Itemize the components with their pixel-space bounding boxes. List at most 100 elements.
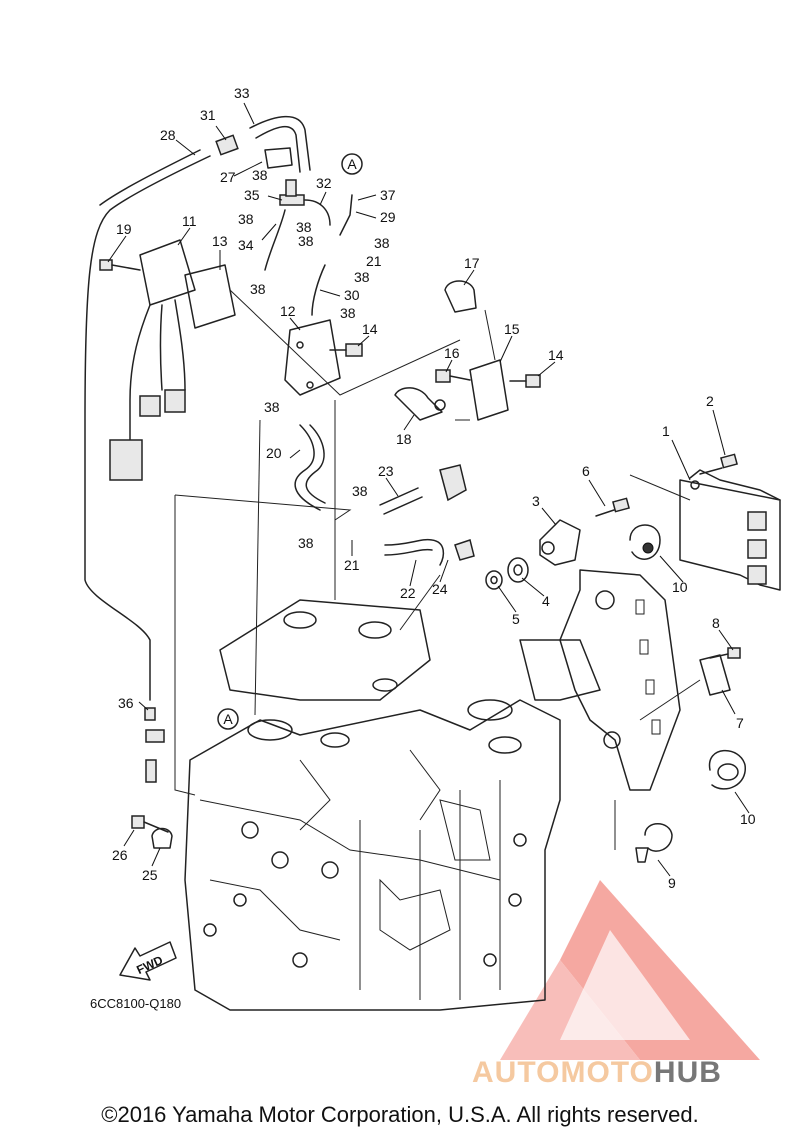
callout-21-upper: 21	[366, 253, 382, 269]
callout-38-b: 38	[238, 211, 254, 227]
sensor-24	[439, 464, 467, 502]
callout-29: 29	[380, 209, 396, 225]
parts-diagram: A A 1 2 3 4 5 6 7 8 9 10 10 11 12 13 14 …	[84, 85, 781, 1060]
engine-block	[184, 599, 561, 1011]
clamp-25	[151, 827, 173, 849]
clamp-10-upper	[629, 524, 661, 560]
hose-30	[311, 264, 326, 316]
brand-part1: AUTOMOTO	[472, 1056, 654, 1089]
collar-5	[485, 570, 503, 590]
joint-36	[144, 707, 165, 783]
fitting-31	[215, 134, 239, 156]
callout-numbers: 1 2 3 4 5 6 7 8 9 10 10 11 12 13 14 14 1…	[112, 85, 756, 891]
callout-1: 1	[662, 423, 670, 439]
callout-38-h: 38	[340, 305, 356, 321]
reference-mark-a-upper: A	[341, 153, 363, 175]
callout-8: 8	[712, 615, 720, 631]
bolt-8	[709, 647, 741, 659]
callout-10-upper: 10	[672, 579, 688, 595]
callout-31: 31	[200, 107, 216, 123]
callout-22: 22	[400, 585, 416, 601]
callout-38-e: 38	[374, 235, 390, 251]
callout-16: 16	[444, 345, 460, 361]
watermark-logo	[500, 880, 760, 1060]
callout-12: 12	[280, 303, 296, 319]
grommet-4	[507, 557, 529, 583]
callout-17: 17	[464, 255, 480, 271]
callout-7: 7	[736, 715, 744, 731]
callout-25: 25	[142, 867, 158, 883]
reference-lines	[174, 289, 701, 850]
bracket-15	[469, 359, 509, 421]
callout-34: 34	[238, 237, 254, 253]
callout-3: 3	[532, 493, 540, 509]
callout-38-k: 38	[352, 483, 368, 499]
leader-lines	[107, 102, 750, 877]
hose-28	[84, 149, 211, 701]
ecm-unit	[679, 469, 781, 591]
reference-mark-a-lower: A	[217, 708, 239, 730]
callout-14-right: 14	[548, 347, 564, 363]
copyright-notice: ©2016 Yamaha Motor Corporation, U.S.A. A…	[101, 1102, 699, 1127]
brand-wordmark: AUTOMOTOHUB	[472, 1056, 722, 1090]
callout-38-a: 38	[252, 167, 268, 183]
callout-23: 23	[378, 463, 394, 479]
bracket-7	[699, 654, 731, 696]
brand-part2: HUB	[653, 1056, 722, 1089]
bolt-19	[99, 259, 141, 271]
bolt-14-right	[509, 374, 541, 388]
callout-32: 32	[316, 175, 332, 191]
callout-33: 33	[234, 85, 250, 101]
callout-38-d: 38	[298, 233, 314, 249]
clamp-18	[394, 387, 446, 421]
callout-5: 5	[512, 611, 520, 627]
callout-20: 20	[266, 445, 282, 461]
callout-27: 27	[220, 169, 236, 185]
hose-32	[304, 199, 331, 226]
hose-29	[339, 194, 353, 236]
callout-36: 36	[118, 695, 134, 711]
callout-38-i: 38	[264, 399, 280, 415]
hose-34	[264, 209, 286, 271]
callout-38-g: 38	[250, 281, 266, 297]
hose-23	[379, 487, 423, 515]
callout-10-lower: 10	[740, 811, 756, 827]
ecm-bracket	[519, 519, 681, 791]
callout-37: 37	[380, 187, 396, 203]
callout-38-c: 38	[296, 219, 312, 235]
callout-35: 35	[244, 187, 260, 203]
bracket-12	[284, 319, 341, 396]
rectifier-unit	[109, 239, 236, 481]
callout-30: 30	[344, 287, 360, 303]
callout-4: 4	[542, 593, 550, 609]
callout-38-j: 38	[298, 535, 314, 551]
callout-6: 6	[582, 463, 590, 479]
callout-21-lower: 21	[344, 557, 360, 573]
callout-14-left: 14	[362, 321, 378, 337]
callout-38-f: 38	[354, 269, 370, 285]
reference-mark-a-upper-label: A	[347, 156, 357, 172]
callout-13: 13	[212, 233, 228, 249]
callout-26: 26	[112, 847, 128, 863]
clamp-17	[444, 280, 477, 313]
diagram-code: 6CC8100-Q180	[90, 996, 182, 1011]
hose-33	[249, 115, 311, 173]
callout-2: 2	[706, 393, 714, 409]
clamp-10-lower	[708, 749, 746, 790]
bolt-2	[699, 453, 738, 475]
fwd-arrow-icon	[119, 941, 177, 981]
clamp-9	[635, 823, 673, 863]
bolt-14-left	[329, 343, 363, 357]
fitting-24-lower	[454, 539, 475, 561]
hose-20	[294, 424, 326, 511]
bolt-6	[595, 497, 630, 517]
callout-24: 24	[432, 581, 448, 597]
bolt-16	[435, 369, 471, 383]
clip-27	[264, 147, 293, 169]
joint-35	[279, 179, 305, 206]
hose-22	[384, 538, 445, 566]
callout-9: 9	[668, 875, 676, 891]
reference-mark-a-lower-label: A	[223, 711, 233, 727]
callout-19: 19	[116, 221, 132, 237]
callout-28: 28	[160, 127, 176, 143]
